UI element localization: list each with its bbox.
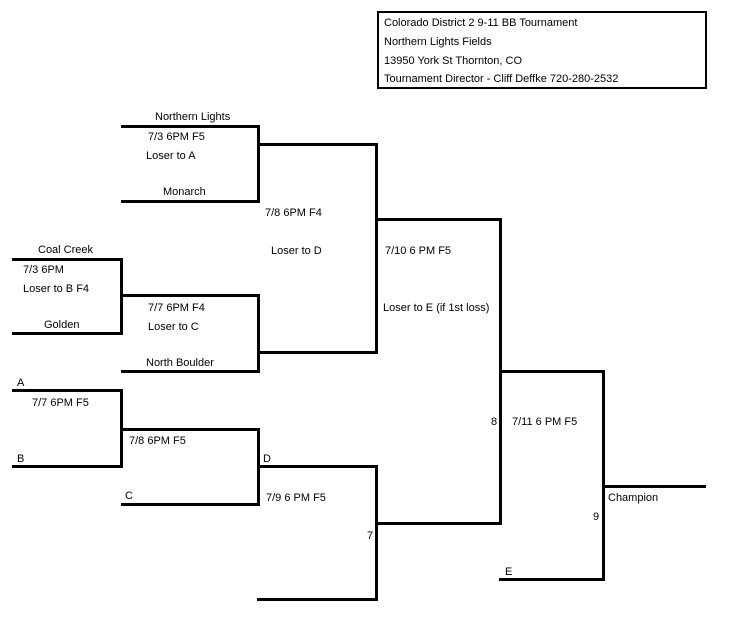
slot-b-label: B [17,453,25,465]
bracket-line-champion [602,485,706,488]
team-north-boulder: North Boulder [146,357,214,369]
venue-name: Northern Lights Fields [384,36,492,48]
bracket-connector-game9 [602,370,605,581]
tournament-title: Colorado District 2 9-11 BB Tournament [384,17,578,29]
game1-note: Loser to A [146,150,196,162]
bracket-line-slot-b [12,465,123,468]
game3-note: Loser to C [148,321,199,333]
team-monarch: Monarch [163,186,206,198]
game5-note: Loser to E (if 1st loss) [383,302,490,314]
bracket-line-game5-winner [499,370,605,373]
game2-note: Loser to B F4 [23,283,90,295]
bracket-connector-game1 [257,125,260,203]
slot-c-label: C [125,490,133,502]
venue-address: 13950 York St Thornton, CO [384,55,522,67]
slot-d-label: D [263,453,271,465]
bracket-line-coal-creek [12,258,123,261]
game2-time: 7/3 6PM [23,264,64,276]
bracket-line-game3-winner [257,351,378,354]
bracket-line-north-boulder [121,370,260,373]
bracket-line-game6-winner [121,428,260,431]
champion-label: Champion [608,492,659,504]
bracket-line-slot-d [257,465,378,468]
game5-time: 7/10 6 PM F5 [385,245,452,257]
bracket-line-northern-lights [121,125,260,128]
bracket-line-game1-winner [257,143,378,146]
game-number-9: 9 [593,511,600,523]
game4-time: 7/8 6PM F4 [265,207,322,219]
game-number-8: 8 [491,416,498,428]
bracket-line-game7-bottom [257,598,378,601]
bracket-line-game8-winner [375,522,502,525]
game4-note: Loser to D [271,245,322,257]
game7-time: 7/8 6PM F5 [129,435,186,447]
team-golden: Golden [44,319,80,331]
slot-a-label: A [17,377,25,389]
bracket-line-golden [12,332,123,335]
team-coal-creek: Coal Creek [38,244,94,256]
tournament-director: Tournament Director - Cliff Deffke 720-2… [384,73,619,85]
bracket-line-game2-winner [121,294,260,297]
bracket-connector-game3 [257,294,260,373]
team-northern-lights: Northern Lights [155,111,231,123]
bracket-line-game4-winner [375,218,502,221]
bracket-connector-game8 [375,465,378,601]
game9-time: 7/11 6 PM F5 [512,416,578,428]
game-number-7: 7 [367,530,374,542]
game3-time: 7/7 6PM F4 [148,302,205,314]
bracket-connector-game4 [375,143,378,354]
bracket-line-slot-c [121,503,260,506]
slot-e-label: E [505,566,513,578]
bracket-line-slot-a [12,389,123,392]
game1-time: 7/3 6PM F5 [148,131,205,143]
bracket-line-monarch [121,200,260,203]
game6-time: 7/7 6PM F5 [32,397,89,409]
game8-time: 7/9 6 PM F5 [266,492,326,504]
bracket-line-slot-e [499,578,605,581]
tournament-info-box: Colorado District 2 9-11 BB Tournament N… [377,11,707,89]
